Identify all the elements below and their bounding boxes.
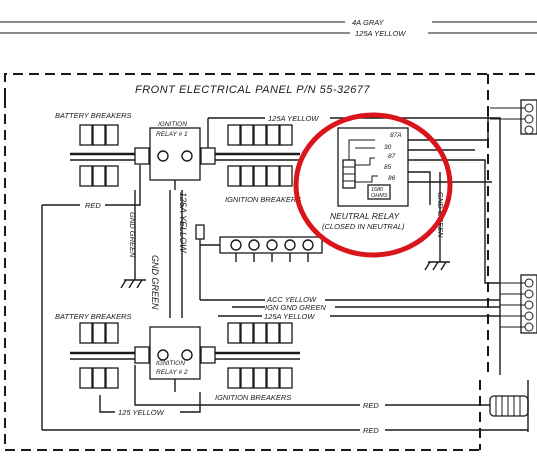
label-battery-breakers-bottom: BATTERY BREAKERS [55, 312, 132, 321]
right-connector-bottom [500, 274, 537, 334]
label-125-yellow-bottom: 125 YELLOW [118, 408, 165, 417]
ignition-relay-1 [134, 127, 216, 190]
ground-symbol-right [424, 261, 450, 271]
ignition-breakers-top [215, 124, 300, 187]
right-connector-top [490, 99, 537, 135]
neutral-relay-terminal-85: 85 [384, 164, 392, 171]
label-125a-yellow-vertical: 125A YELLOW [178, 192, 188, 254]
neutral-relay-title: NEUTRAL RELAY [330, 211, 400, 221]
label-red-top: RED [85, 201, 101, 210]
neutral-relay-subtitle: (CLOSED IN NEUTRAL) [322, 222, 405, 231]
neutral-relay-terminal-87a: 87A [390, 132, 402, 139]
label-red-bottom-2: RED [363, 426, 379, 435]
label-battery-breakers-top: BATTERY BREAKERS [55, 111, 132, 120]
wire-label-4a-gray: 4A GRAY [352, 18, 385, 27]
label-gnd-green-center: GND GREEN [150, 255, 160, 310]
ignition-relay-2 [134, 326, 216, 392]
label-ign-gnd-green: IGN GND GREEN [265, 303, 326, 312]
neutral-relay-terminal-30: 30 [384, 144, 392, 151]
label-gnd-green-left: GND GREEN [128, 212, 137, 258]
label-ignition-breakers-top: IGNITION BREAKERS [225, 195, 301, 204]
label-acc-yellow: ACC YELLOW [266, 295, 317, 304]
wire-label-125a-yellow-top: 125A YELLOW [355, 29, 406, 38]
label-ignition-relay-2-b: RELAY # 2 [156, 369, 188, 376]
highlight-circle [293, 112, 453, 258]
neutral-relay-terminal-86: 86 [388, 175, 396, 182]
ignition-breakers-bottom [215, 322, 300, 389]
cable-gland [489, 380, 529, 432]
neutral-relay-terminal-87: 87 [388, 153, 396, 160]
ground-symbol-left [120, 279, 146, 289]
panel-title: FRONT ELECTRICAL PANEL P/N 55-32677 [135, 84, 371, 96]
battery-breakers-top [70, 124, 150, 187]
label-red-bottom-1: RED [363, 401, 379, 410]
label-ignition-breakers-bottom: IGNITION BREAKERS [215, 393, 291, 402]
label-ignition-relay-2-a: IGNITION [156, 360, 185, 367]
label-125a-yellow-top: 125A YELLOW [268, 114, 319, 123]
neutral-relay [337, 127, 409, 207]
terminal-strip [195, 224, 323, 300]
label-125a-yellow-mid: 125A YELLOW [264, 312, 315, 321]
top-wire-bundle: 4A GRAY 125A YELLOW [0, 18, 537, 38]
label-ignition-relay-1-b: RELAY # 1 [156, 131, 188, 138]
label-ignition-relay-1-a: IGNITION [158, 121, 187, 128]
neutral-relay-resistor-value: 1680 [371, 187, 384, 193]
neutral-relay-resistor-unit: OHMS [371, 193, 388, 199]
